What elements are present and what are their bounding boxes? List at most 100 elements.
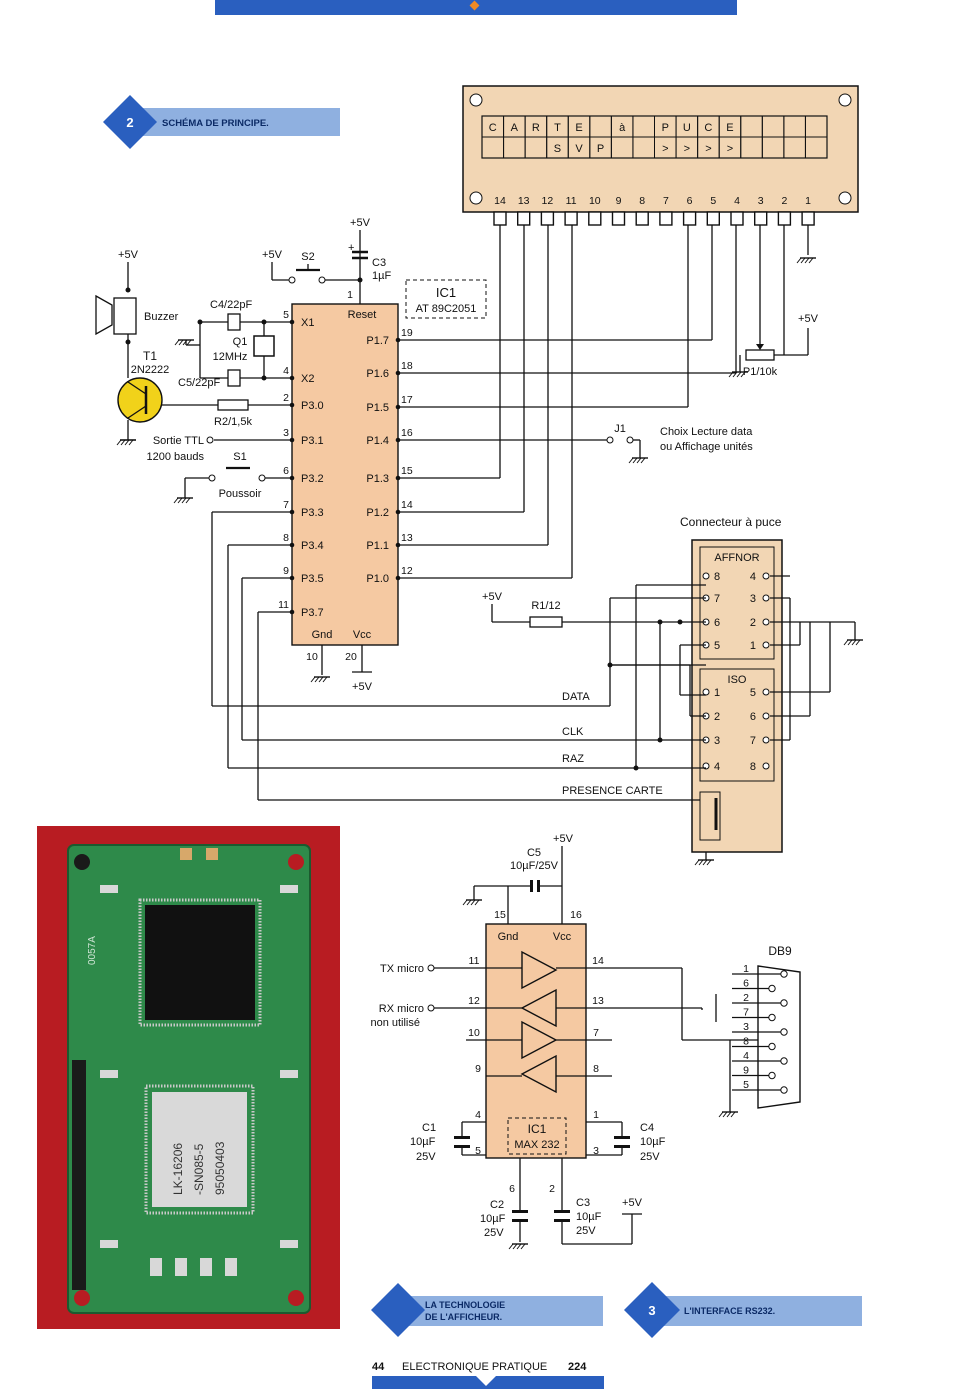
c3-max-v2: 25V [576, 1225, 596, 1237]
affnor-contact [762, 594, 770, 602]
c3-label: C3 [372, 257, 386, 269]
lcd-pin-number: 6 [687, 195, 693, 207]
j1-desc-2: ou Affichage unités [660, 441, 753, 453]
s1-label: S1 [233, 451, 246, 463]
r2-resistor [217, 399, 249, 411]
rx-terminal [427, 1004, 435, 1012]
lcd-pin [801, 211, 815, 226]
max232-wiring [434, 846, 762, 1245]
db9-label: DB9 [768, 944, 792, 958]
lcd-pin [540, 211, 555, 226]
ground-symbol [310, 676, 330, 683]
ground-symbol [628, 457, 648, 464]
lcd-pin [706, 211, 720, 226]
signal-data: DATA [562, 691, 590, 703]
j1-desc-1: Choix Lecture data [660, 426, 753, 438]
section2-diamond [103, 95, 157, 149]
ic1-pin-number: 5 [283, 309, 289, 321]
junction-dot [633, 765, 639, 771]
max232-pin-number: 12 [468, 995, 480, 1007]
iso-contact [762, 736, 770, 744]
c4-max-v2: 25V [640, 1151, 660, 1163]
max232-capacitors [454, 880, 630, 1222]
ic1-pin-name: P1.4 [366, 435, 389, 447]
lcd-pin [682, 211, 697, 226]
ic1-pin-name: P1.1 [366, 540, 389, 552]
iso-pin-number: 5 [750, 687, 756, 699]
ic1-pin-name: P3.3 [301, 507, 324, 519]
c2-v1: 10µF [480, 1213, 506, 1225]
lcd-char: > [684, 143, 690, 155]
ground-symbol [173, 497, 193, 504]
max232-pin-number: 2 [549, 1183, 555, 1195]
max232-name: IC1 [528, 1122, 547, 1136]
affnor-contact [702, 572, 710, 580]
ttl-label-1: Sortie TTL [153, 435, 204, 447]
ic1-power-wiring [321, 645, 372, 675]
c4-max-v1: 10µF [640, 1136, 666, 1148]
t1-emitter [127, 405, 147, 419]
j1-terminal [606, 436, 614, 444]
section2-banner [125, 108, 340, 136]
iso-pin-number: 1 [714, 687, 720, 699]
lcd-char: > [662, 143, 668, 155]
ic1-name: IC1 [436, 285, 456, 300]
ic1-pin-number: 16 [401, 427, 413, 439]
lcd-pin-number: 1 [805, 195, 811, 207]
affnor-contact [762, 572, 770, 580]
db9-pin-number: 8 [743, 1036, 749, 1048]
db9-contact [780, 1086, 788, 1094]
lcd-pin [493, 211, 507, 226]
ic1-pin-number: 18 [401, 360, 413, 372]
j1-label: J1 [614, 423, 626, 435]
ground-symbol [116, 439, 136, 446]
j1-terminal [626, 436, 634, 444]
ic1-vcc-pin: 20 [345, 651, 357, 663]
ground-symbol [843, 639, 863, 646]
j1-ground [632, 439, 641, 458]
ic1-pin-name: P3.7 [301, 607, 324, 619]
iso-pin-number: 8 [750, 761, 756, 773]
t1-transistor [117, 377, 163, 423]
c4-capacitor [227, 313, 241, 331]
q1-label: Q1 [233, 336, 248, 348]
pcb-chip-text-2: -SN085-5 [192, 1143, 206, 1195]
db9-contact [768, 1071, 776, 1080]
footer-arrow [476, 1376, 496, 1386]
ic1-pin-name: X2 [301, 373, 314, 385]
db9-contact [768, 1042, 776, 1051]
ic1-pin-name: P1.3 [366, 473, 389, 485]
ic1-pin-name: X1 [301, 317, 314, 329]
db9-pin-number: 6 [743, 978, 749, 990]
lcd-char: U [683, 122, 691, 134]
c4-max-label: C4 [640, 1122, 654, 1134]
buzzer-body [113, 297, 137, 335]
iso-pin-number: 7 [750, 735, 756, 747]
ic1-pin-name: P3.2 [301, 473, 324, 485]
junction-dot [657, 619, 663, 625]
iso-pin-number: 3 [714, 735, 720, 747]
ic1-pin-number: 9 [283, 565, 289, 577]
lcd-pin-number: 2 [781, 195, 787, 207]
vcc-label-buzzer: +5V [118, 249, 139, 261]
tx-terminal [427, 964, 435, 972]
ic1-pin-name: P3.0 [301, 400, 324, 412]
c4-label: C4/22pF [210, 299, 252, 311]
lcd-pin-number: 7 [663, 195, 669, 207]
lcd-char: E [726, 122, 733, 134]
p1-wiring [739, 225, 809, 372]
ic1-reset-label: Reset [348, 309, 377, 321]
tech-diamond [371, 1283, 425, 1337]
db9-contact [780, 970, 788, 978]
junction-dot [125, 287, 131, 293]
lcd-char: P [662, 122, 669, 134]
lcd-mount-hole [469, 191, 483, 205]
junction-dot [357, 277, 363, 283]
tx-label: TX micro [380, 963, 424, 975]
ic1-pin-number: 11 [278, 599, 289, 611]
